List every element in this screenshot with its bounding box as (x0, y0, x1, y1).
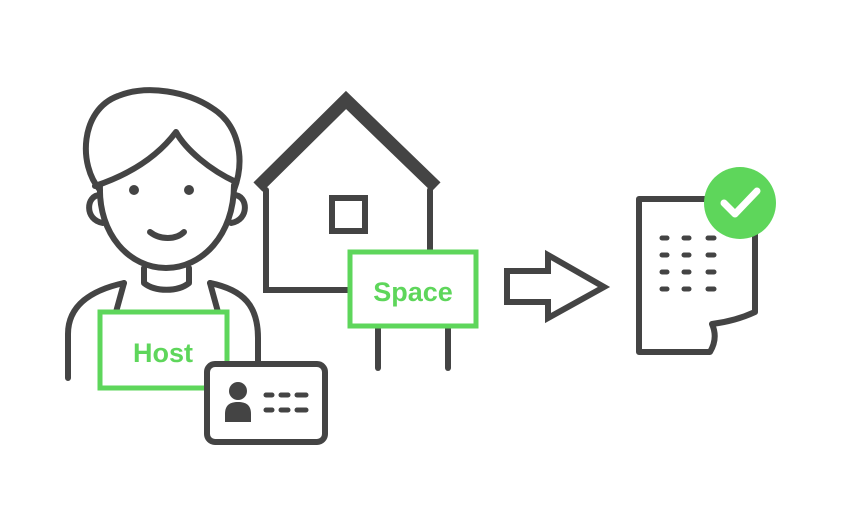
hair-outline (82, 87, 243, 193)
hair-fringe (92, 129, 239, 189)
sign-string-right (207, 280, 221, 315)
check-badge-icon (704, 167, 776, 239)
id-card-text-lines (263, 392, 309, 413)
right-eye (184, 185, 194, 195)
space-sign-label: Space (373, 277, 453, 307)
body-outline (65, 280, 261, 381)
id-card-avatar-body (225, 402, 251, 422)
sign-string-left (113, 280, 127, 315)
approved-document-icon (636, 196, 758, 355)
host-sign-label: Host (133, 338, 193, 368)
house-walls (263, 187, 433, 293)
left-eye (129, 185, 139, 195)
document-text-lines (659, 235, 717, 292)
neck (141, 265, 192, 293)
host-person-icon (65, 87, 261, 381)
id-card-frame (204, 361, 328, 445)
right-ear (228, 192, 248, 226)
house-icon (253, 90, 441, 293)
space-sign: Space (347, 249, 479, 371)
smile (147, 229, 187, 241)
check-badge-circle (704, 167, 776, 239)
check-mark-icon (720, 187, 761, 218)
space-sign-frame (347, 249, 479, 329)
id-card-avatar-head (229, 382, 247, 400)
arrow-right-icon (504, 249, 611, 324)
left-ear (86, 192, 106, 226)
id-card-icon (204, 361, 328, 445)
face (96, 182, 237, 271)
document-outline (636, 196, 758, 355)
house-window (329, 195, 368, 234)
house-roof (253, 90, 441, 192)
